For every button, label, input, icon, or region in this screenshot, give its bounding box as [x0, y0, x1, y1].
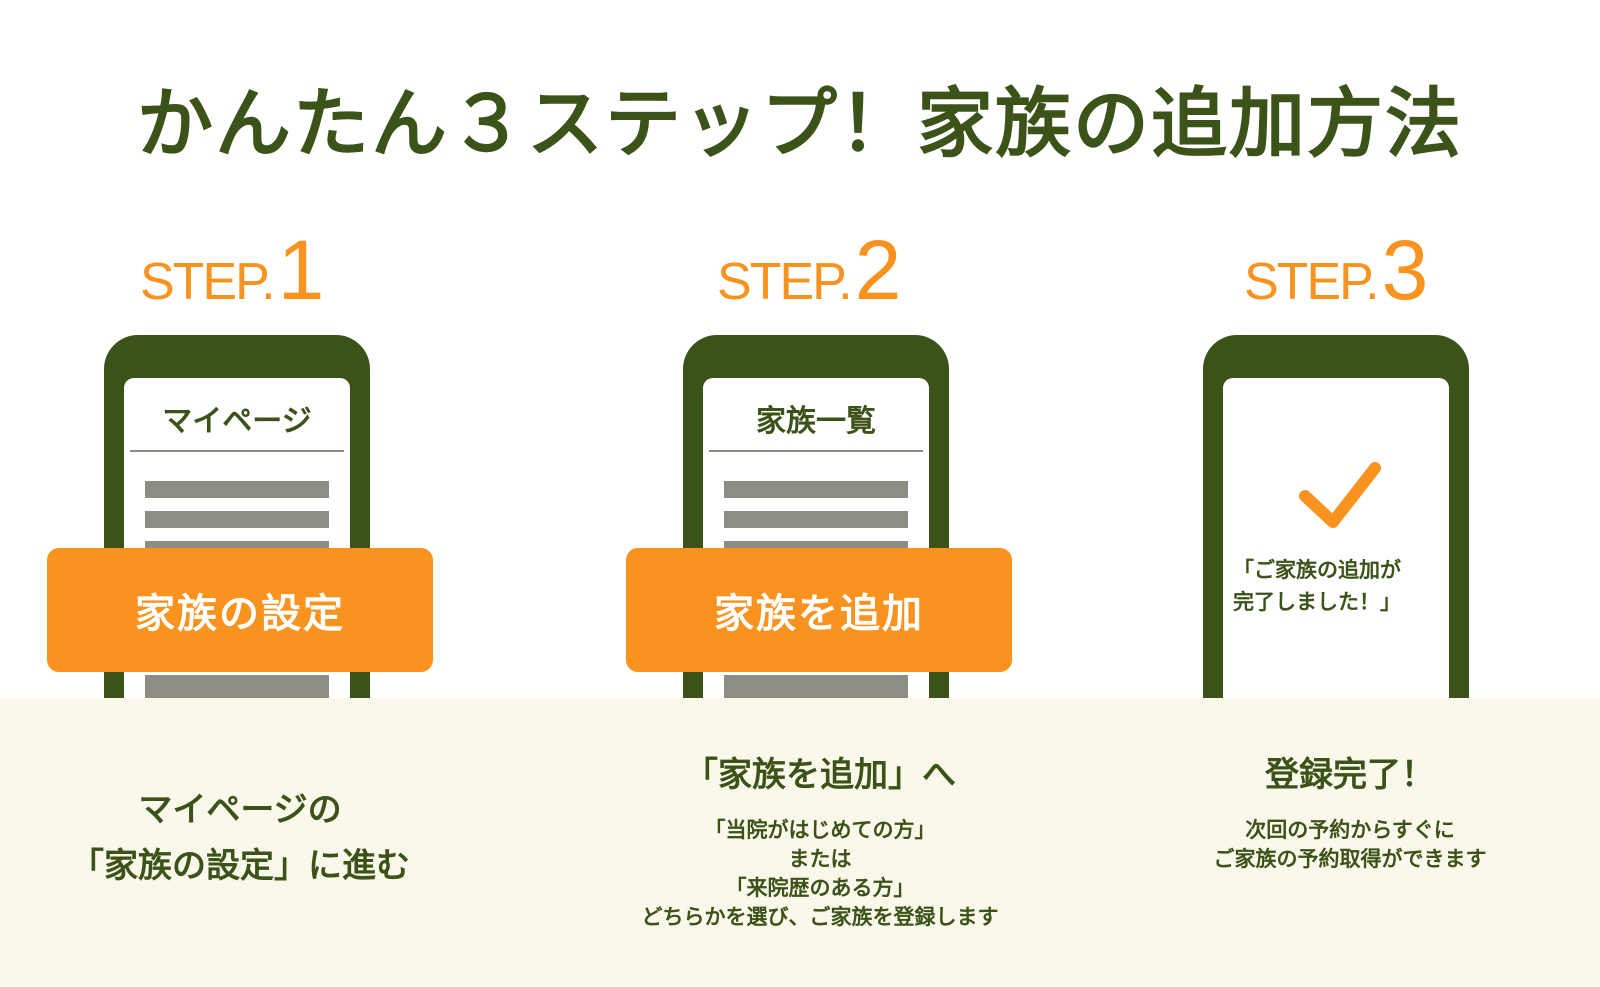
description-heading: 「家族を追加」へ: [684, 755, 956, 795]
description-line: 「来院歴のある方」: [725, 876, 915, 900]
add-family-button[interactable]: 家族を追加: [626, 548, 1012, 672]
checkmark-icon: [1299, 462, 1381, 528]
placeholder-line: [724, 481, 908, 498]
step-2-phone-illustration: 家族一覧: [683, 335, 949, 755]
step-number: 3: [1381, 223, 1429, 317]
description-heading: 登録完了！: [1265, 755, 1435, 795]
completion-message-line: 完了しました！」: [1233, 590, 1401, 614]
step-1-label: STEP.1: [140, 228, 324, 312]
description-line: 「家族の設定」に進む: [70, 846, 410, 886]
screen-divider: [130, 450, 344, 452]
screen-divider: [709, 450, 923, 452]
step-3-description: 登録完了！ 次回の予約からすぐに ご家族の予約取得ができます: [1140, 752, 1560, 874]
step-2-description: 「家族を追加」へ 「当院がはじめての方」 または 「来院歴のある方」 どちらかを…: [560, 752, 1080, 932]
page-title: かんたん３ステップ！家族の追加方法: [137, 79, 1463, 168]
description-line: 次回の予約からすぐに: [1245, 818, 1455, 842]
placeholder-line: [145, 481, 329, 498]
step-2-label: STEP.2: [717, 228, 901, 312]
completion-message: 「ご家族の追加が 完了しました！」: [1233, 554, 1443, 618]
step-word: STEP.: [140, 253, 276, 311]
placeholder-line: [145, 511, 329, 528]
description-band: [0, 698, 1600, 987]
description-line: または: [788, 847, 852, 871]
description-line: どちらかを選び、ご家族を登録します: [641, 905, 999, 929]
step-1-phone-illustration: マイページ: [104, 335, 370, 755]
step-3-phone-illustration: 「ご家族の追加が 完了しました！」: [1203, 335, 1469, 755]
placeholder-line: [145, 675, 329, 692]
family-settings-button[interactable]: 家族の設定: [47, 548, 433, 672]
placeholder-line: [724, 511, 908, 528]
step-number: 1: [277, 223, 325, 317]
phone-screen: 「ご家族の追加が 完了しました！」: [1223, 378, 1449, 755]
step-word: STEP.: [717, 253, 853, 311]
completion-message-line: 「ご家族の追加が: [1233, 558, 1401, 582]
step-number: 2: [854, 223, 902, 317]
step-word: STEP.: [1244, 253, 1380, 311]
placeholder-line: [724, 675, 908, 692]
step-3-label: STEP.3: [1244, 228, 1428, 312]
phone-screen-title: マイページ: [162, 404, 312, 439]
step-1-description: マイページの 「家族の設定」に進む: [0, 782, 480, 894]
description-line: 「当院がはじめての方」: [704, 818, 936, 842]
description-line: マイページの: [138, 790, 342, 830]
description-line: ご家族の予約取得ができます: [1213, 847, 1487, 871]
phone-screen-title: 家族一覧: [756, 404, 876, 439]
